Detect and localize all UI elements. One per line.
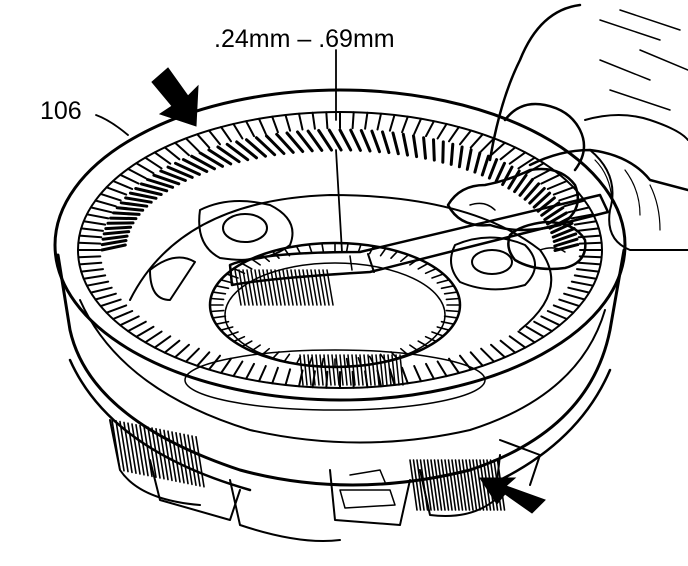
- arrow-icon: [479, 477, 546, 514]
- arrow-icon: [151, 67, 199, 127]
- planet-gear-teeth: [209, 242, 461, 386]
- leader-lines: [95, 49, 343, 253]
- feeler-gauge: [228, 193, 610, 287]
- hand: [446, 3, 688, 271]
- clearance-spec-label: .24mm – .69mm: [214, 25, 395, 53]
- lower-gear-teeth: [111, 419, 506, 511]
- carrier-boss-left: [198, 200, 294, 261]
- lower-gear-assembly: [109, 419, 541, 542]
- part-number-label: 106: [40, 97, 82, 125]
- ring-gear-teeth: [77, 111, 603, 389]
